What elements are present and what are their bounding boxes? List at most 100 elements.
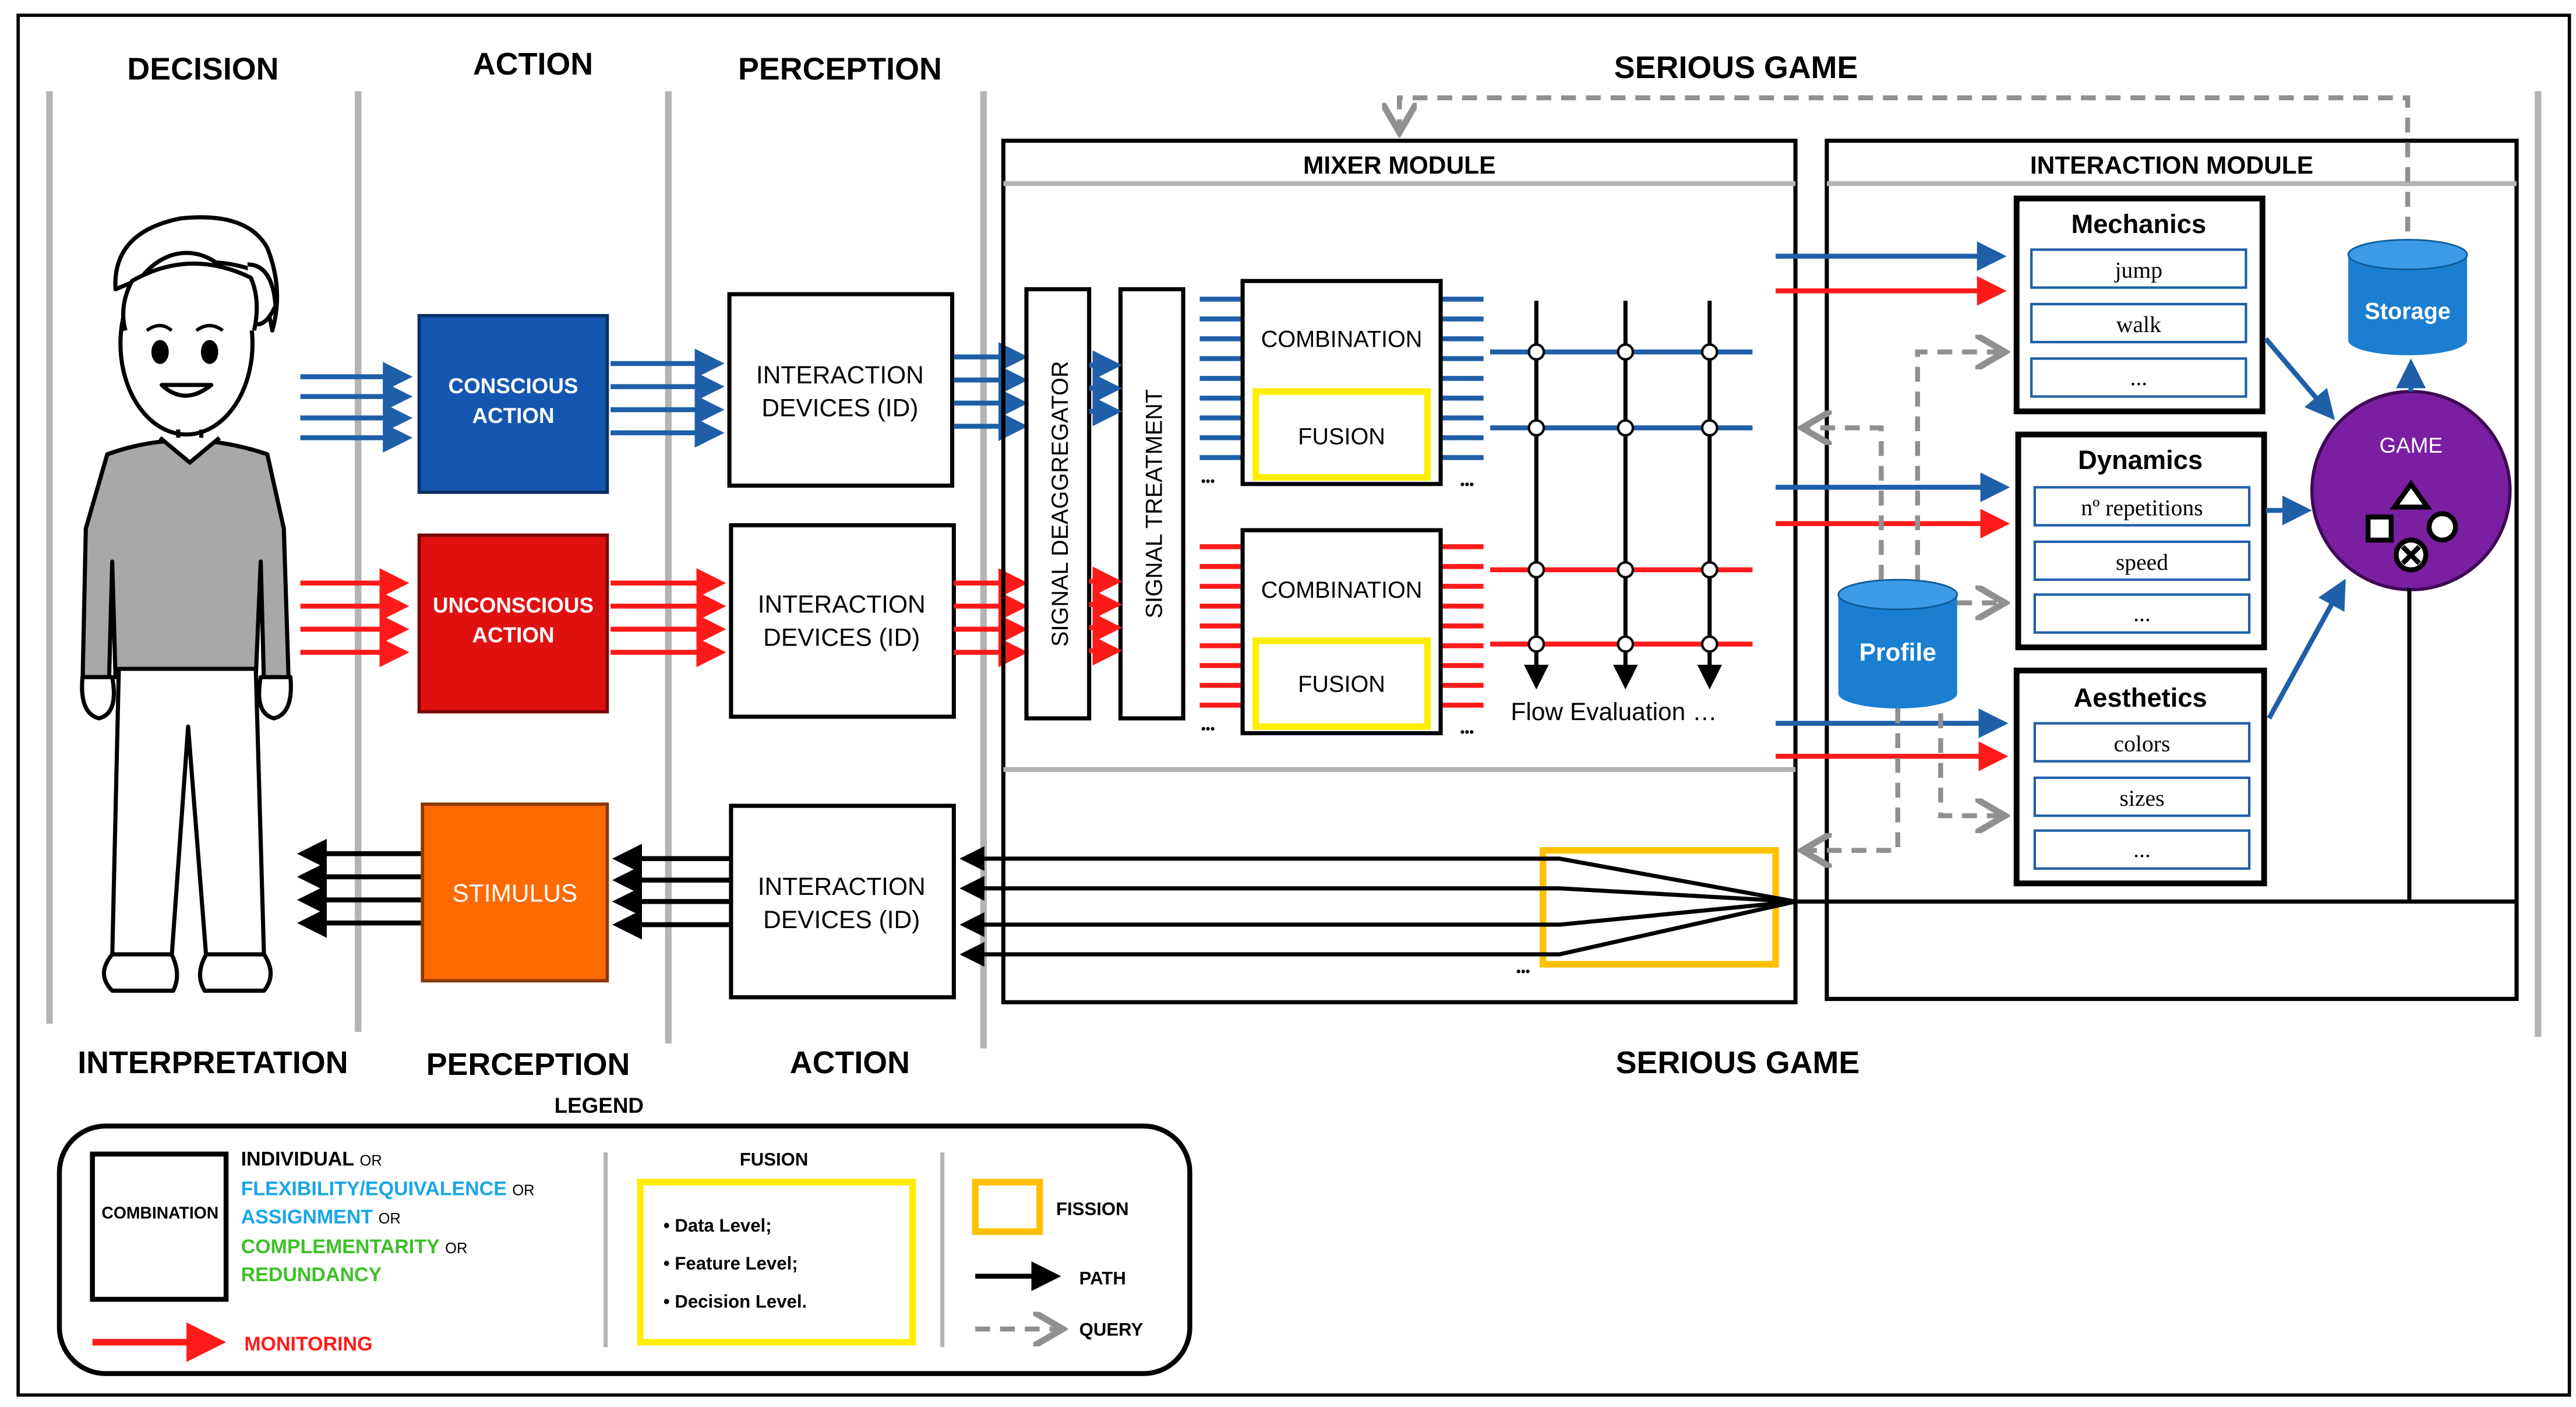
footer-interpretation: INTERPRETATION	[77, 1045, 348, 1080]
mixer-module	[1001, 138, 1798, 1004]
svg-text:•••: •••	[1201, 721, 1215, 736]
device-mixer-red-arrows	[954, 568, 1028, 668]
legend-fusion: FUSION • Data Level; • Feature Level; • …	[637, 1149, 916, 1346]
conscious-action-line1: CONSCIOUS	[449, 374, 578, 398]
signal-treatment	[1118, 287, 1185, 721]
footer-perception: PERCEPTION	[426, 1047, 630, 1082]
person-illustration	[80, 215, 293, 993]
svg-text:INDIVIDUAL OR: INDIVIDUAL OR	[241, 1148, 382, 1170]
mixer-module-title: MIXER MODULE	[1303, 152, 1495, 179]
stimulus-label: STIMULUS	[452, 880, 577, 907]
unconscious-device-arrows	[611, 568, 726, 668]
svg-text:• Feature Level;: • Feature Level;	[664, 1253, 798, 1274]
svg-text:INTERACTION: INTERACTION	[756, 362, 924, 389]
footer-serious-game-bottom: SERIOUS GAME	[1616, 1045, 1860, 1080]
svg-text:INTERACTION: INTERACTION	[758, 591, 926, 619]
unconscious-input-arrows	[300, 568, 410, 668]
svg-text:COMBINATION: COMBINATION	[1261, 327, 1423, 352]
fission-return-path: •••	[959, 846, 2517, 979]
svg-text:Mechanics: Mechanics	[2071, 209, 2206, 239]
stimulus-box	[421, 802, 609, 983]
legend-title: LEGEND	[555, 1094, 644, 1117]
svg-text:...: ...	[2133, 837, 2151, 862]
svg-text:FISSION: FISSION	[1056, 1199, 1129, 1219]
svg-text:FUSION: FUSION	[1298, 672, 1385, 697]
svg-text:...: ...	[2130, 365, 2147, 390]
svg-text:INTERACTION: INTERACTION	[758, 873, 926, 901]
svg-text:Dynamics: Dynamics	[2078, 445, 2203, 475]
unconscious-action-line2: ACTION	[472, 623, 554, 647]
legend-combination-types: INDIVIDUAL OR FLEXIBILITY/EQUIVALENCE OR…	[241, 1148, 535, 1286]
mechanics-item-walk: walk	[2116, 312, 2161, 337]
svg-text:DEVICES (ID): DEVICES (ID)	[761, 395, 918, 422]
conscious-action-line2: ACTION	[472, 404, 554, 428]
mechanics-item-jump: jump	[2114, 258, 2163, 283]
legend-monitoring: MONITORING	[92, 1322, 373, 1362]
legend-combination: COMBINATION	[90, 1151, 229, 1302]
stimulus-output-arrows	[297, 838, 421, 938]
svg-text:COMBINATION: COMBINATION	[101, 1204, 218, 1222]
interaction-devices-3: INTERACTION DEVICES (ID)	[729, 803, 956, 1000]
header-serious-game-top: SERIOUS GAME	[1614, 50, 1858, 85]
signal-deaggregator-label: SIGNAL DEAGGREGATOR	[1047, 361, 1073, 646]
svg-text:•••: •••	[1516, 964, 1530, 979]
device-stimulus-arrows	[612, 844, 731, 940]
svg-text:FUSION: FUSION	[740, 1149, 809, 1170]
legend-path: PATH	[975, 1261, 1126, 1291]
signal-treatment-label: SIGNAL TREATMENT	[1141, 389, 1167, 619]
svg-text:DEVICES (ID): DEVICES (ID)	[763, 907, 920, 934]
aesthetics-item-sizes: sizes	[2119, 785, 2164, 811]
conscious-input-arrows	[300, 362, 413, 453]
legend-fission: FISSION	[972, 1179, 1129, 1235]
storage-label: Storage	[2365, 298, 2451, 324]
svg-text:MONITORING: MONITORING	[244, 1333, 372, 1355]
outer-frame	[16, 13, 2571, 1397]
header-action: ACTION	[473, 47, 593, 82]
svg-text:•••: •••	[1201, 474, 1215, 489]
unconscious-action-box	[417, 533, 609, 714]
query-lines	[1399, 95, 2411, 851]
device-mixer-blue-arrows	[954, 342, 1028, 442]
header-decision: DECISION	[127, 52, 278, 87]
svg-text:•••: •••	[1460, 724, 1474, 739]
svg-text:QUERY: QUERY	[1079, 1319, 1144, 1339]
svg-text:Aesthetics: Aesthetics	[2074, 683, 2207, 713]
svg-text:REDUNDANCY: REDUNDANCY	[241, 1264, 382, 1286]
svg-text:ASSIGNMENT OR: ASSIGNMENT OR	[241, 1206, 401, 1228]
svg-text:COMPLEMENTARITY OR: COMPLEMENTARITY OR	[241, 1236, 468, 1258]
interaction-module	[1825, 138, 2519, 1002]
dynamics-box: Dynamics nº repetitions speed ...	[2015, 431, 2267, 651]
svg-text:PATH: PATH	[1079, 1268, 1126, 1289]
game-node: GAME	[2310, 390, 2512, 591]
svg-text:FLEXIBILITY/EQUIVALENCE OR: FLEXIBILITY/EQUIVALENCE OR	[241, 1178, 535, 1200]
aesthetics-box: Aesthetics colors sizes ...	[2013, 667, 2267, 887]
conscious-device-arrows	[611, 348, 725, 448]
svg-text:• Data Level;: • Data Level;	[664, 1215, 772, 1236]
unconscious-action-line1: UNCONSCIOUS	[433, 594, 594, 618]
flow-evaluation-grid: Flow Evaluation …	[1490, 301, 1753, 726]
svg-text:FUSION: FUSION	[1298, 424, 1385, 450]
combination-block-1: COMBINATION FUSION ••• •••	[1199, 278, 1484, 492]
footer-action: ACTION	[790, 1045, 910, 1080]
svg-text:•••: •••	[1460, 477, 1474, 492]
conscious-action-box	[417, 313, 609, 494]
gamepad-symbols-icon	[2365, 479, 2458, 573]
flow-evaluation-label: Flow Evaluation …	[1511, 699, 1717, 726]
profile-database-icon: Profile	[1837, 579, 1959, 708]
legend-query: QUERY	[975, 1319, 1144, 1339]
svg-text:...: ...	[2133, 601, 2151, 626]
interaction-module-title: INTERACTION MODULE	[2030, 152, 2313, 179]
svg-text:DEVICES (ID): DEVICES (ID)	[763, 624, 920, 651]
svg-text:COMBINATION: COMBINATION	[1261, 577, 1423, 603]
mechanics-box: Mechanics jump walk ...	[2013, 195, 2266, 415]
interaction-devices-2: INTERACTION DEVICES (ID)	[729, 523, 956, 719]
dynamics-item-repetitions: nº repetitions	[2081, 495, 2203, 521]
game-label: GAME	[2380, 433, 2443, 457]
profile-label: Profile	[1859, 639, 1936, 667]
svg-text:• Decision Level.: • Decision Level.	[664, 1291, 807, 1311]
dynamics-item-speed: speed	[2116, 549, 2168, 575]
aesthetics-item-colors: colors	[2114, 731, 2171, 757]
storage-database-icon: Storage	[2347, 239, 2468, 355]
signal-deaggregator	[1024, 287, 1092, 721]
